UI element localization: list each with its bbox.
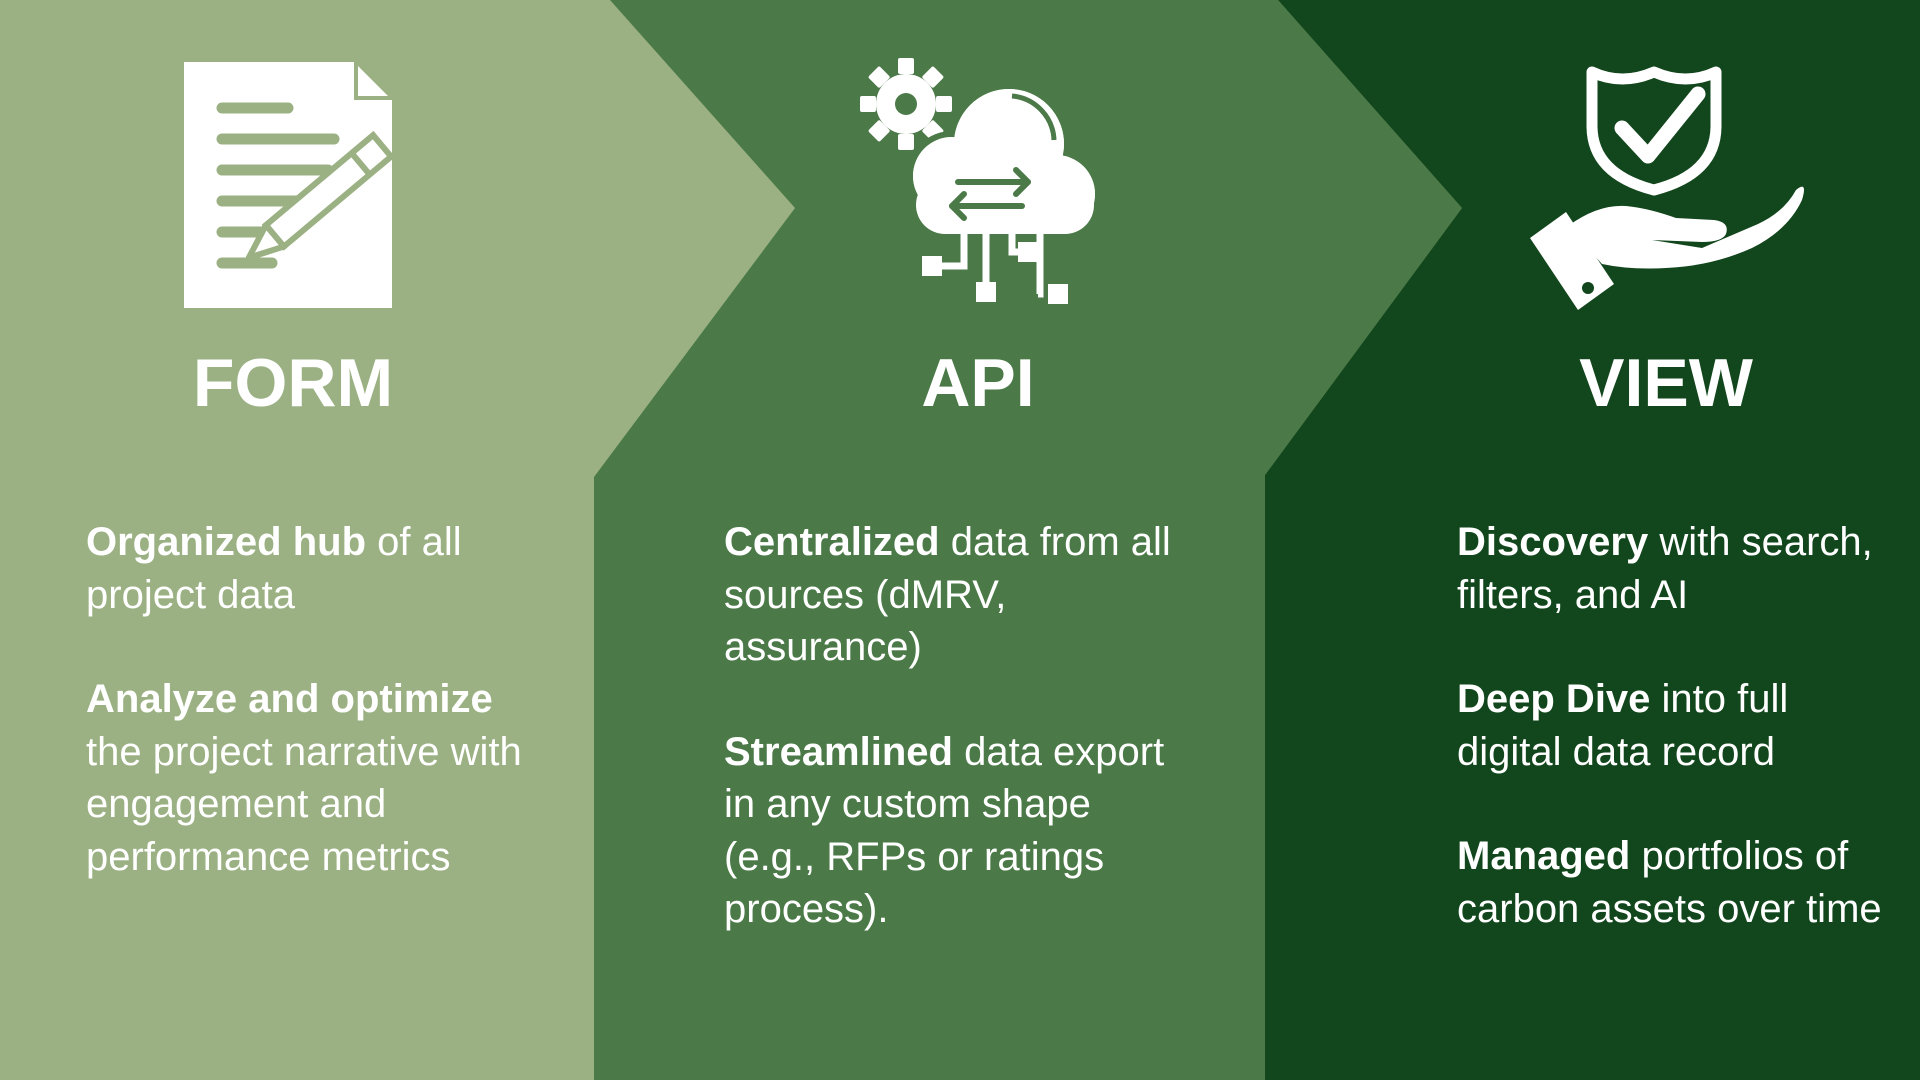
bullet-point: Deep Dive into full digital data record [1457, 673, 1887, 778]
bullet-bold: Managed [1457, 834, 1631, 878]
bullet-text: the project narrative with engagement an… [86, 729, 522, 879]
document-pencil-icon [184, 62, 396, 308]
bullet-text: data export in any custom shape (e.g., R… [724, 729, 1165, 932]
bullet-point: Organized hub of all project data [86, 516, 526, 621]
bullet-point: Managed portfolios of carbon assets over… [1457, 830, 1887, 935]
bullet-bold: Analyze and optimize [86, 677, 493, 721]
cloud-gear-data-icon [860, 58, 1101, 304]
bullet-text: with search, filters, and AI [1457, 520, 1873, 617]
bullet-bold: Centralized [724, 520, 940, 564]
panel-api-bg [594, 0, 1462, 1080]
bullet-bold: Deep Dive [1457, 677, 1651, 721]
bullet-bold: Streamlined [724, 729, 953, 774]
bullet-text: into full digital data record [1457, 677, 1789, 774]
title-api: API [921, 345, 1035, 421]
bullet-point: Centralized data from all sources (dMRV,… [724, 516, 1174, 674]
bullet-bold: Organized hub [86, 520, 366, 564]
column-form: Organized hub of all project data Analyz… [86, 516, 526, 935]
panel-view-bg [1265, 0, 1920, 1080]
bullet-text: portfolios of carbon assets over time [1457, 834, 1882, 931]
column-view: Discovery with search, filters, and AI D… [1457, 516, 1887, 987]
bullet-text: data from all sources (dMRV, assurance) [724, 520, 1171, 669]
bullet-point: Streamlined data export in any custom sh… [724, 726, 1174, 936]
bullet-point: Discovery with search, filters, and AI [1457, 516, 1887, 621]
bullet-bold: Discovery [1457, 520, 1649, 564]
column-api: Centralized data from all sources (dMRV,… [724, 516, 1174, 988]
bullet-text: of all project data [86, 520, 462, 617]
hand-shield-check-icon [1530, 66, 1804, 310]
bullet-point: Analyze and optimize the project narrati… [86, 673, 526, 883]
title-view: VIEW [1579, 345, 1753, 421]
title-form: FORM [192, 345, 394, 421]
